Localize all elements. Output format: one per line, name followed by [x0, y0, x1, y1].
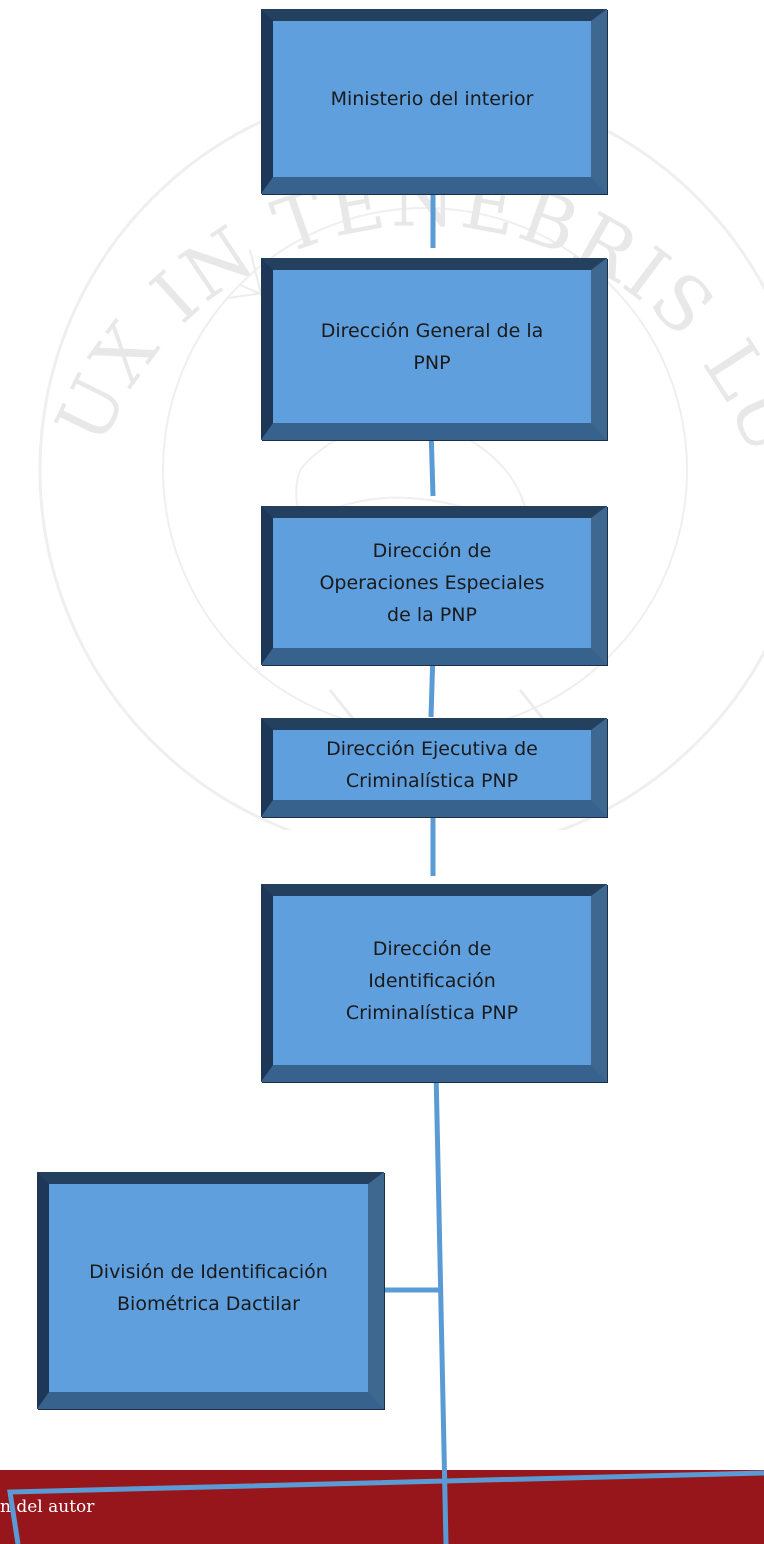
node-label: Ministerio del interior: [330, 88, 534, 110]
node-direccion-operaciones-especiales: Dirección de Operaciones Especiales de l…: [261, 506, 607, 665]
node-label: Dirección de Operaciones Especiales de l…: [319, 540, 545, 626]
node-label: Dirección Ejecutiva de Criminalística PN…: [326, 738, 538, 792]
connector-identificacion-trunk: [433, 1069, 449, 1544]
node-ministerio-del-interior: Ministerio del interior: [261, 9, 607, 194]
node-label: División de Identificación Biométrica Da…: [89, 1261, 328, 1315]
connector-footer-frame: [7, 1470, 764, 1544]
node-label: Dirección de Identificación Criminalísti…: [345, 937, 519, 1024]
node-direccion-ejecutiva-criminalistica: Dirección Ejecutiva de Criminalística PN…: [261, 718, 607, 817]
node-division-identificacion-biometrica: División de Identificación Biométrica Da…: [37, 1172, 384, 1409]
node-direccion-general-pnp: Dirección General de la PNP: [261, 258, 607, 440]
footer-source-text: n del autor: [0, 1497, 95, 1517]
node-label: Dirección General de la PNP: [320, 319, 544, 374]
node-direccion-identificacion-criminalistica: Dirección de Identificación Criminalísti…: [261, 884, 607, 1082]
